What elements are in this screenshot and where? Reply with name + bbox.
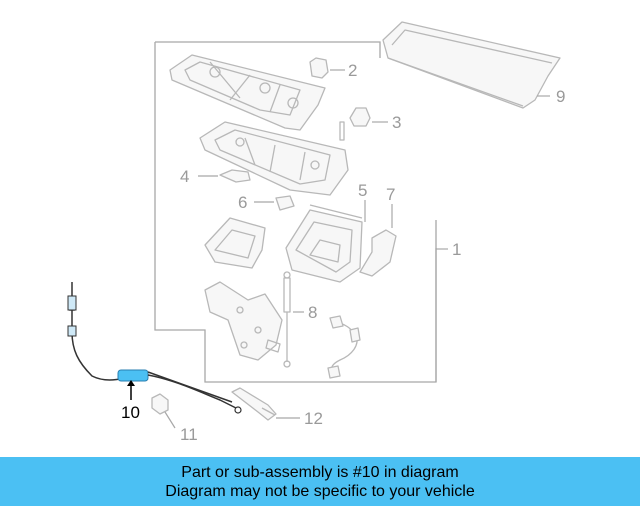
banner-line-1: Part or sub-assembly is #10 in diagram	[181, 463, 459, 481]
callout-12: 12	[304, 409, 323, 428]
callout-6: 6	[238, 193, 247, 212]
part-10-cable	[67, 282, 242, 414]
callout-10: 10	[121, 403, 140, 422]
leader-lines	[127, 69, 550, 429]
hinge-plate	[204, 281, 283, 361]
side-bracket	[204, 217, 266, 269]
callout-11: 11	[180, 425, 198, 444]
part-3-grommet	[339, 107, 371, 141]
callout-3: 3	[392, 113, 401, 132]
upper-tray	[169, 54, 326, 131]
callout-5: 5	[358, 181, 367, 200]
parts-diagram: 2 3 4 6 5 7 8 9 1 10 11 12	[67, 21, 565, 444]
part-7-handle	[359, 229, 397, 277]
info-banner: Part or sub-assembly is #10 in diagram D…	[0, 457, 640, 506]
wire-harness	[327, 315, 361, 379]
callout-7: 7	[386, 185, 395, 204]
banner-line-2: Diagram may not be specific to your vehi…	[165, 482, 475, 500]
part-4-bracket	[219, 169, 251, 183]
callout-4: 4	[180, 167, 189, 186]
callout-9: 9	[556, 87, 565, 106]
part-12-lever	[231, 387, 277, 421]
mid-tray	[199, 121, 349, 196]
cable-highlight	[117, 369, 149, 382]
part-5-compartment	[285, 204, 363, 283]
part-9-panel	[382, 21, 561, 109]
part-6-bumper	[275, 195, 295, 211]
callout-8: 8	[308, 303, 317, 322]
callout-2: 2	[348, 61, 357, 80]
part-8-strut	[283, 271, 291, 368]
part-11-clip	[151, 393, 169, 415]
part-2-clip	[309, 57, 329, 79]
callout-1: 1	[452, 240, 461, 259]
